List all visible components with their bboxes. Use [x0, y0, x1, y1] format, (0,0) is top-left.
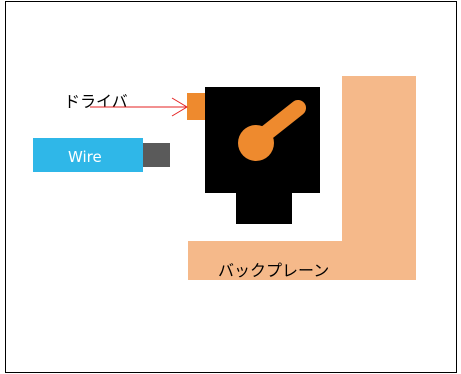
driver-label: ドライバ	[64, 92, 128, 111]
rotor-disc	[238, 125, 274, 161]
backplane	[188, 76, 416, 280]
wire	[33, 138, 143, 172]
wire-plug	[143, 143, 170, 167]
rotor	[238, 100, 306, 161]
driver-tab	[187, 93, 205, 120]
arrow-right-icon	[90, 97, 188, 117]
backplane-label: バックプレーン	[218, 261, 329, 280]
wire-label: Wire	[68, 148, 102, 166]
arrow-head	[171, 97, 188, 117]
